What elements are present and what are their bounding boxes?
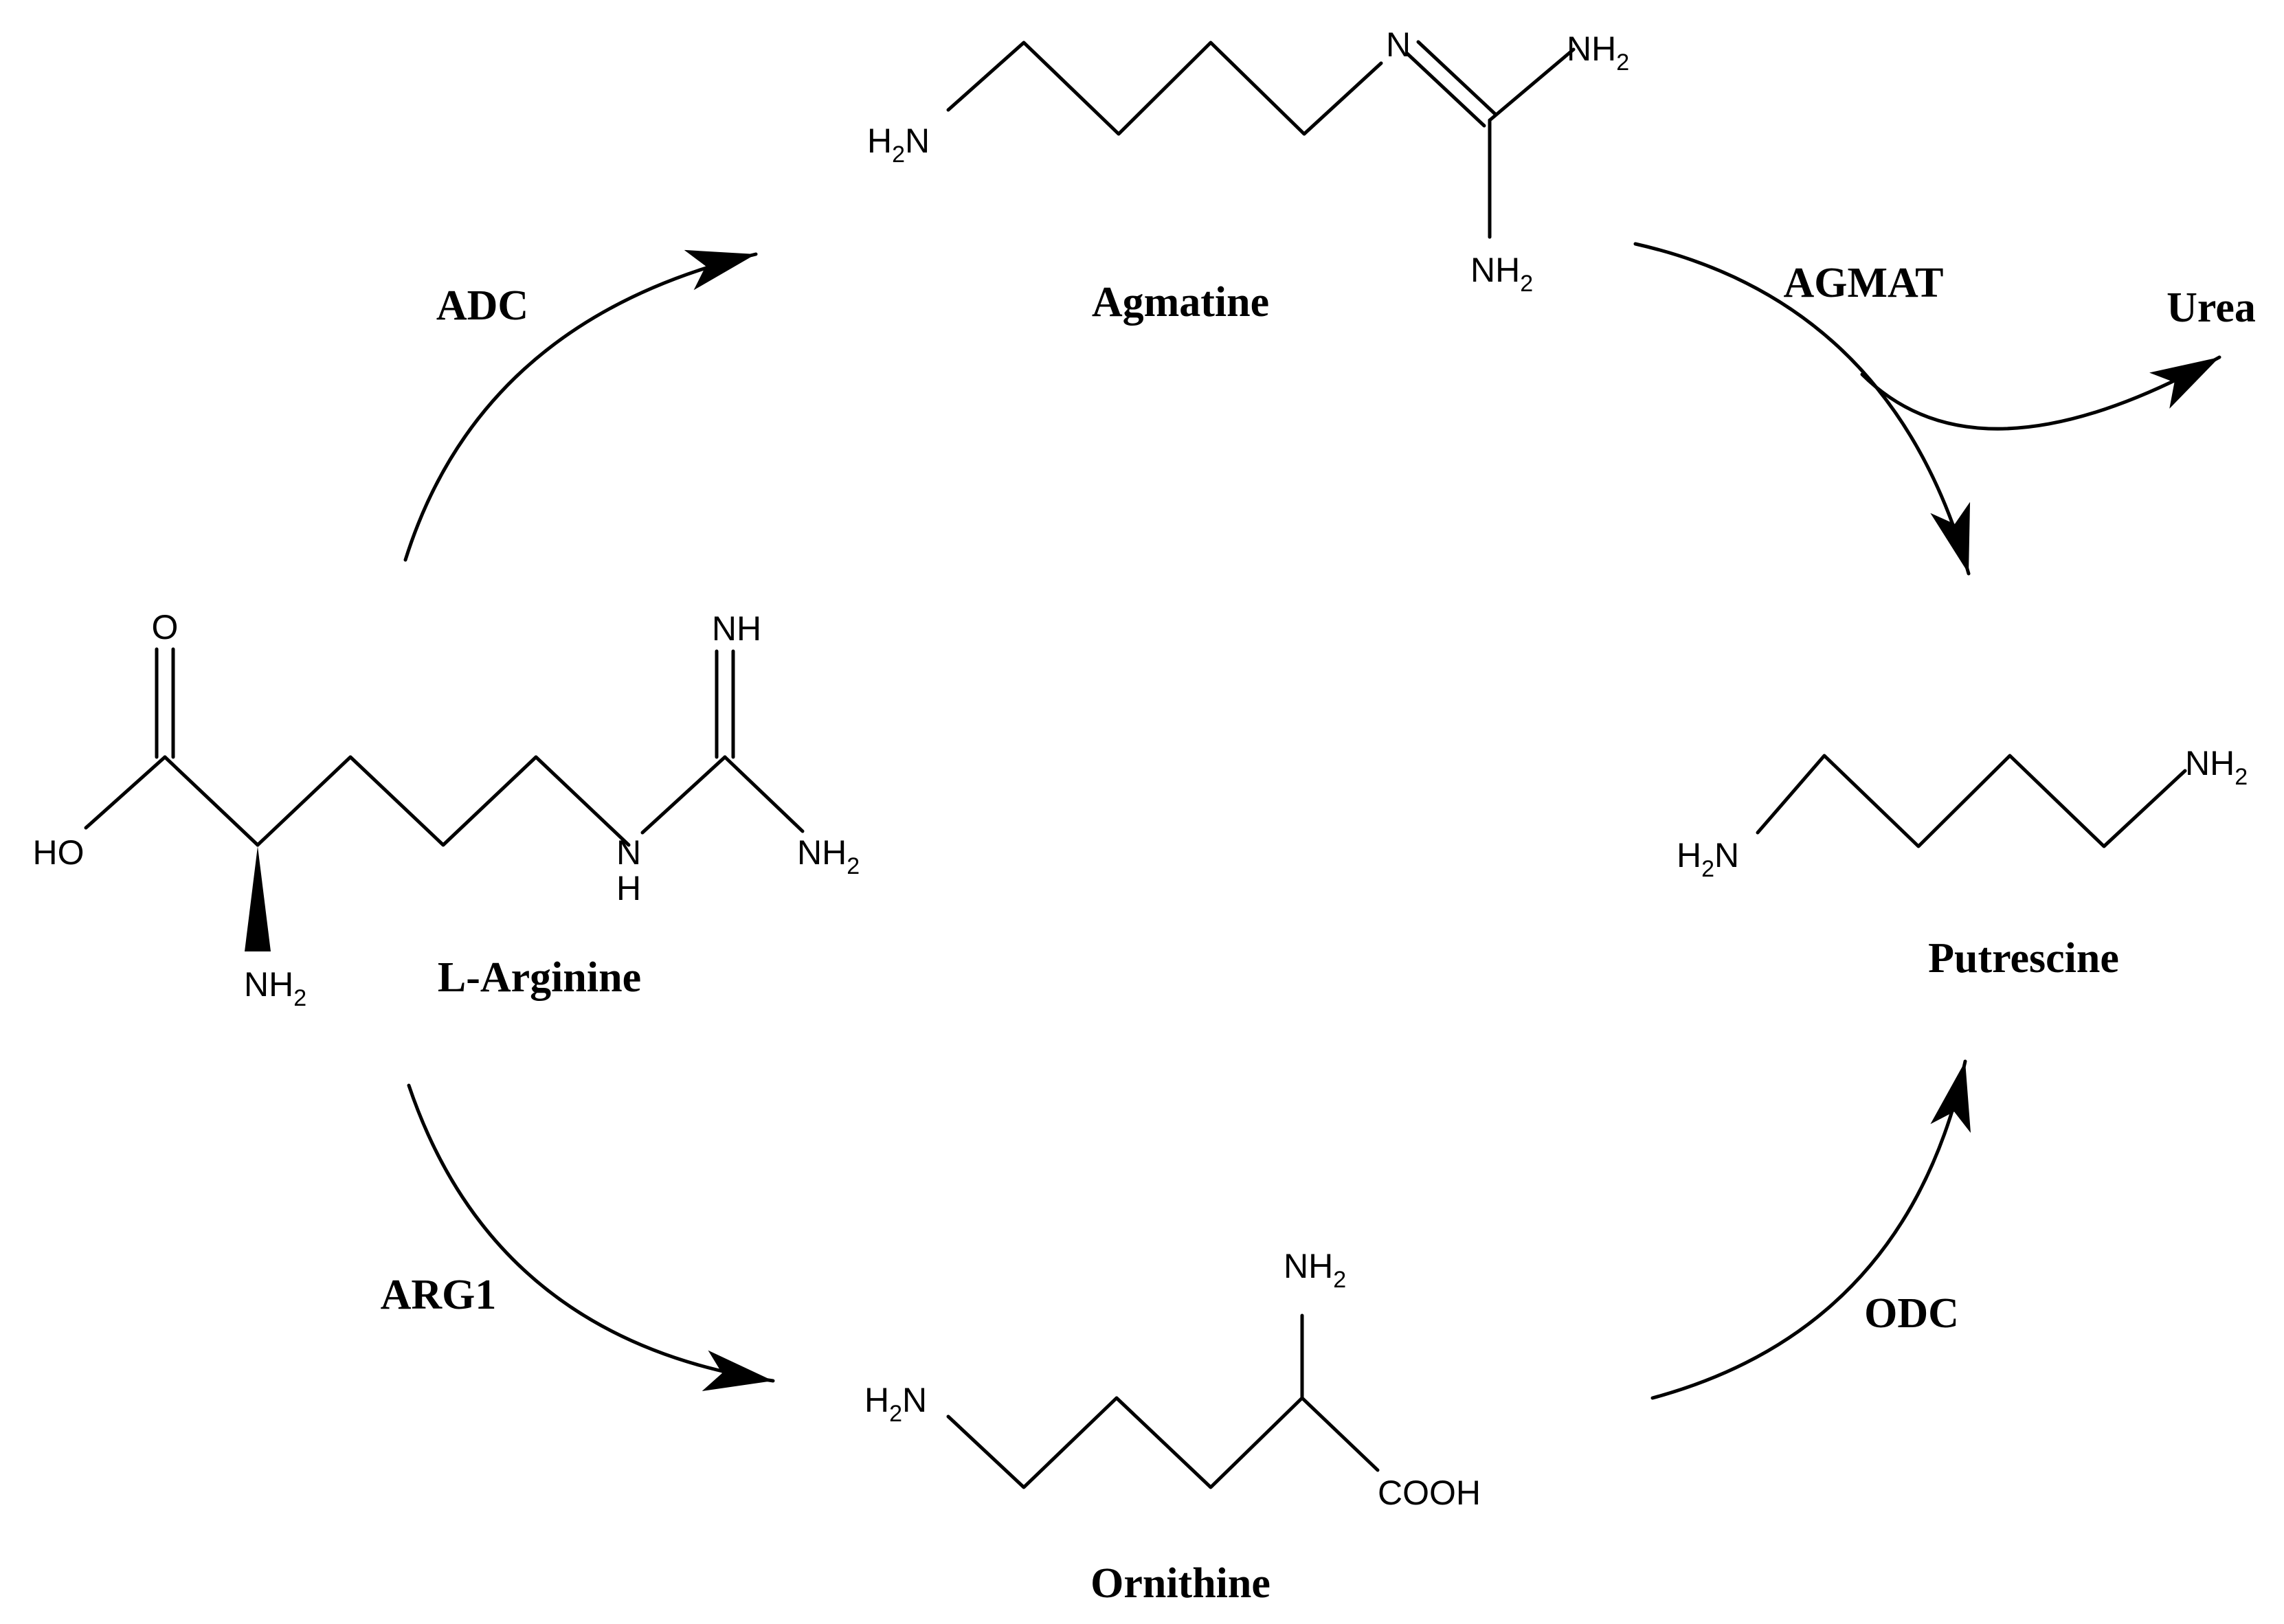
atom-nh2-bottom: NH2	[1470, 251, 1533, 297]
atom-terminal-nh2: NH2	[2185, 744, 2248, 790]
molecule-ornithine: H2N NH2 COOH Ornithine	[864, 1247, 1481, 1607]
atom-terminal-h2n: H2N	[867, 122, 930, 168]
arrow-odc-reaction	[1650, 1059, 1971, 1400]
molecule-label-putrescine: Putrescine	[1928, 935, 2119, 982]
enzyme-label-adc: ADC	[436, 282, 528, 329]
stereo-wedge-bond	[245, 846, 271, 951]
atom-alpha-nh2: NH2	[1284, 1247, 1346, 1293]
enzyme-label-odc: ODC	[1864, 1290, 1959, 1337]
molecule-label-ornithine: Ornithine	[1090, 1560, 1270, 1607]
atom-nh2-top: NH2	[1567, 30, 1629, 76]
arrow-arg1-reaction	[407, 1083, 775, 1391]
molecule-label-agmatine: Agmatine	[1092, 279, 1269, 326]
atom-terminal-h2n: H2N	[1677, 836, 1739, 882]
arrow-agmat-reaction	[1633, 242, 1971, 576]
atom-guanidino-nh2: NH2	[797, 833, 860, 879]
atom-alpha-amine: NH2	[244, 965, 306, 1011]
molecule-putrescine: H2N NH2 Putrescine	[1677, 744, 2248, 982]
atom-carboxyl-cooh: COOH	[1378, 1474, 1481, 1512]
molecule-agmatine: H2N N NH2 NH2 Agmatine	[867, 25, 1629, 326]
product-label-urea: Urea	[2167, 284, 2256, 331]
atom-imine-n: N	[1386, 25, 1411, 64]
atom-hydroxyl-ho: HO	[33, 833, 85, 872]
atom-terminal-h2n: H2N	[864, 1381, 927, 1427]
enzyme-label-arg1: ARG1	[381, 1272, 497, 1318]
atom-guanidino-nh-h: H	[616, 869, 641, 907]
molecule-label-l-arginine: L-Arginine	[438, 954, 641, 1001]
atom-imine-nh: NH	[712, 609, 761, 648]
atom-carbonyl-o: O	[152, 608, 179, 646]
enzyme-label-agmat: AGMAT	[1783, 260, 1943, 306]
arrow-adc-reaction	[403, 249, 758, 562]
molecule-l-arginine: O HO NH2 N H NH NH2 L-Arginine	[33, 608, 860, 1011]
atom-guanidino-n: N	[616, 833, 641, 872]
arrow-urea-release	[1860, 355, 2221, 431]
